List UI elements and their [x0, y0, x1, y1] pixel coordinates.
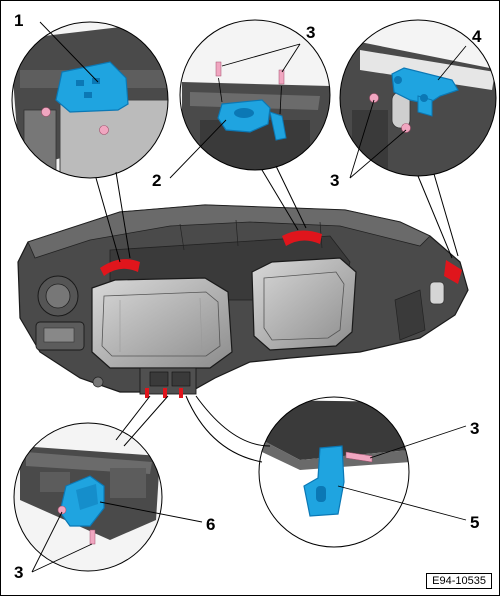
callout-6: 6 — [206, 515, 215, 534]
bracket-5-shape — [303, 445, 345, 517]
headlight-housing — [17, 204, 469, 395]
red-highlight-marks — [100, 230, 462, 398]
bracket-4-shape — [391, 67, 459, 105]
callout-3-top-right: 3 — [330, 171, 339, 190]
detail-view-bracket-2 — [179, 19, 331, 171]
callout-3-bottom-right: 3 — [470, 419, 479, 438]
callout-5: 5 — [470, 513, 479, 532]
callout-4: 4 — [472, 27, 482, 46]
bracket-1-shape — [55, 61, 129, 113]
detail-view-bracket-4 — [339, 19, 497, 177]
callout-2: 2 — [152, 171, 161, 190]
callout-3-top-middle: 3 — [306, 23, 315, 42]
detail-view-bracket-5 — [258, 396, 410, 548]
callout-3-bottom-left: 3 — [14, 563, 23, 582]
figure-id-label: E94-10535 — [426, 573, 492, 589]
callout-1: 1 — [14, 11, 23, 30]
detail-view-bracket-1 — [11, 21, 169, 179]
callout-labels: 1 3 2 4 3 3 5 6 3 — [14, 11, 482, 582]
detail-view-bracket-6 — [13, 422, 163, 572]
leader-lines — [31, 21, 467, 573]
detail-connector-lines — [95, 165, 459, 463]
